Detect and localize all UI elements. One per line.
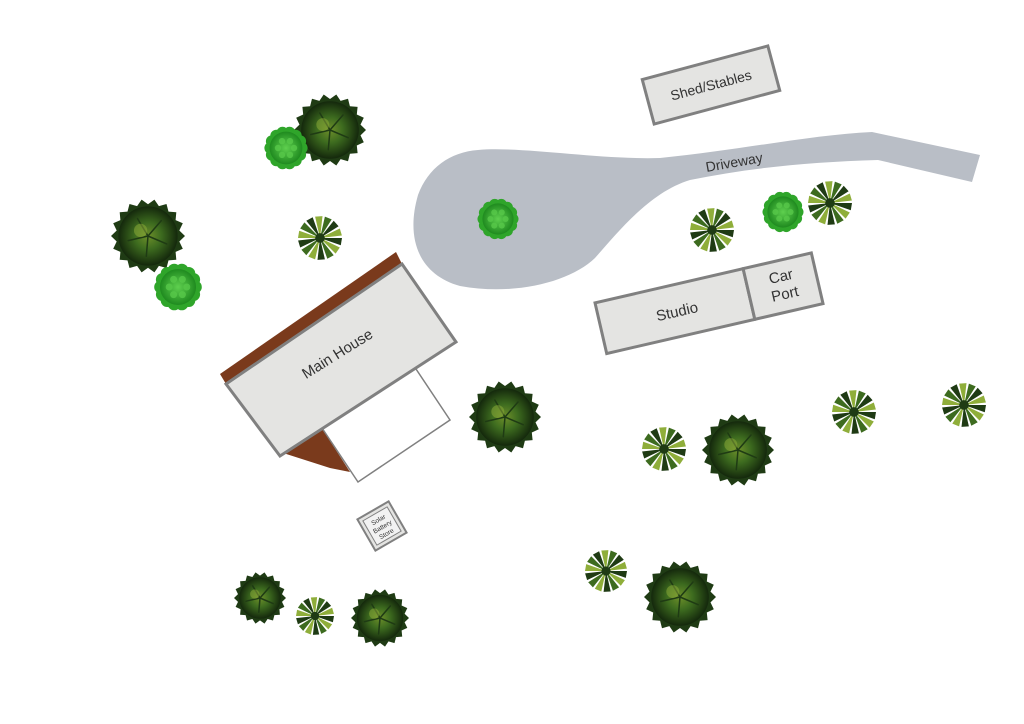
carport-building <box>741 251 825 322</box>
main-house: Main House <box>220 252 459 484</box>
palm-tree-icon <box>642 427 686 471</box>
deciduous-tree-icon <box>644 561 716 633</box>
palm-tree-icon <box>690 208 734 252</box>
palm-tree-icon <box>298 216 342 260</box>
palm-tree-icon <box>585 550 627 592</box>
deciduous-tree-icon <box>702 414 774 486</box>
solar-battery-store: Solar Battery Store <box>356 500 408 552</box>
carport-label-line1: Car <box>767 266 794 288</box>
carport-label-line2: Port <box>770 283 801 306</box>
shrub-icon <box>762 191 804 233</box>
solar-battery-store-inner <box>362 506 402 546</box>
shed-stables-building <box>640 44 782 126</box>
deciduous-tree-icon <box>234 572 286 624</box>
palm-tree-icon <box>296 597 334 635</box>
driveway <box>413 132 981 290</box>
shed-stables: Shed/Stables <box>640 44 782 126</box>
deciduous-tree-icon <box>294 94 366 166</box>
main-house-building <box>223 261 459 459</box>
palm-tree-icon <box>942 383 986 427</box>
palm-tree-icon <box>832 390 876 434</box>
main-house-rear-roof <box>280 422 350 472</box>
deciduous-tree-icon <box>111 199 185 273</box>
deciduous-tree-icon <box>351 589 409 647</box>
shrub-icon <box>477 198 519 240</box>
shrub-icon <box>154 263 202 311</box>
studio-carport: Studio Car Port <box>593 251 825 356</box>
shrub-icon <box>264 126 308 170</box>
palm-tree-icon <box>808 181 852 225</box>
main-house-roof-edge <box>220 252 402 384</box>
vegetation <box>111 94 986 647</box>
deciduous-tree-icon <box>469 381 541 453</box>
